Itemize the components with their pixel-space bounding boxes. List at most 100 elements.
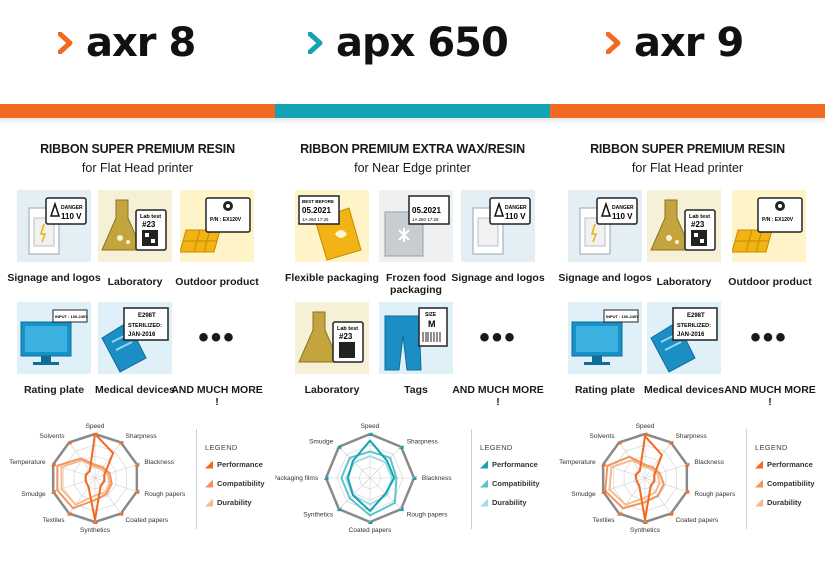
tile-label: Signage and logos xyxy=(451,272,545,284)
pn-text: P/N : EX120V xyxy=(762,217,794,223)
radar-axis-label: Solvents xyxy=(590,433,616,440)
outdoor-tile: P/N : EX120V xyxy=(732,190,806,262)
radar-axis-marker xyxy=(336,444,342,449)
tile-label: Rating plate xyxy=(23,384,85,396)
sterilized-text: STERILIZED: xyxy=(677,323,711,329)
danger-sign-icon: DANGER 110 V xyxy=(472,197,531,255)
tile-label: Laboratory xyxy=(304,384,360,396)
radar-axis-marker xyxy=(50,489,56,494)
ribbon-title: RIBBON SUPER PREMIUM RESIN xyxy=(40,142,235,156)
product-title-apx-650: apx 650 xyxy=(308,18,509,68)
more-dots-icon: ••• xyxy=(198,321,236,354)
solar-panel-icon: P/N : EX120V xyxy=(732,197,803,253)
outdoor-tile: P/N : EX120V xyxy=(180,190,254,262)
tile-label: Medical devices xyxy=(95,384,175,396)
legend-compatibility: Compatibility xyxy=(205,479,274,488)
tile-label: Outdoor product xyxy=(728,276,812,288)
radar-axis-label: Textiles xyxy=(593,517,615,524)
legend-label: Compatibility xyxy=(767,479,815,488)
radar-axis-label: Speed xyxy=(636,423,655,430)
tile-label: Outdoor product xyxy=(175,276,259,288)
legend: LEGEND Performance Compatibility Durabil… xyxy=(471,429,549,529)
packaging-bag-icon: BEST BEFORE 05.2021 1A 260 17:26 xyxy=(298,195,362,261)
radar-axis-marker xyxy=(66,440,72,445)
medical-pouch-icon: E298T STERILIZED: JAN-2016 xyxy=(650,307,718,373)
danger-sign-icon: DANGER 110 V xyxy=(28,197,87,255)
legend-durability: Durability xyxy=(480,498,549,507)
radar-axis-label: Smudge xyxy=(21,491,46,498)
radar-axis-label: Synthetics xyxy=(303,512,334,519)
radar-axis-marker xyxy=(336,507,342,512)
radar-axis-marker xyxy=(398,507,404,512)
chevron-right-icon xyxy=(606,32,621,54)
danger-text: DANGER xyxy=(61,205,83,211)
radar-axis-marker xyxy=(398,444,404,449)
rating-plate-tile: INPUT : 100-240V xyxy=(568,302,642,374)
legend-label: Performance xyxy=(217,460,263,469)
radar-axis-label: Textiles xyxy=(43,517,65,524)
legend-swatch xyxy=(755,460,763,469)
radar-axis-marker xyxy=(323,476,329,480)
legend-performance: Performance xyxy=(480,460,549,469)
radar-axis-marker xyxy=(367,432,373,436)
chevron-right-icon xyxy=(58,32,73,54)
radar-axis-label: Blackness xyxy=(694,459,724,466)
lab-num-text: #23 xyxy=(339,332,353,341)
radar-spoke xyxy=(53,464,96,479)
radar-axis-marker xyxy=(668,511,674,516)
radar-series-compatibility xyxy=(604,455,665,510)
product-name: axr 8 xyxy=(86,20,196,66)
legend-swatch xyxy=(755,479,763,488)
radar-axis-marker xyxy=(50,462,56,467)
radar-axis-label: Speed xyxy=(86,423,105,430)
legend-swatch xyxy=(755,498,763,507)
danger-text: DANGER xyxy=(505,205,527,211)
lot-text: 1A 260 17:26 xyxy=(302,217,329,222)
tile-label: Signage and logos xyxy=(7,272,101,284)
legend-compatibility: Compatibility xyxy=(480,479,549,488)
radar-series-performance xyxy=(634,435,663,521)
signage-tile: DANGER 110 V xyxy=(568,190,642,262)
product-title-axr-9: axr 9 xyxy=(606,18,744,68)
radar-axis-marker xyxy=(134,489,140,494)
legend-label: Durability xyxy=(767,498,802,507)
radar-axis-label: Smudge xyxy=(309,438,334,445)
radar-axis-label: Sharpness xyxy=(126,433,158,440)
volt-text: 110 V xyxy=(505,212,526,221)
bar-teal xyxy=(275,104,550,118)
tile-label: Frozen food packaging xyxy=(385,272,447,296)
radar-axis-marker xyxy=(118,511,124,516)
tile-label: Laboratory xyxy=(107,276,163,288)
radar-axis-label: Packaging films xyxy=(275,475,319,482)
radar-axis-marker xyxy=(92,432,98,436)
tile-label: AND MUCH MORE ! xyxy=(724,384,816,408)
legend: LEGEND Performance Compatibility Durabil… xyxy=(746,429,824,529)
bar-orange xyxy=(0,104,275,118)
radar-axis-label: Rough papers xyxy=(694,491,736,498)
more-dots-icon: ••• xyxy=(750,321,788,354)
radar-series-performance xyxy=(347,439,396,512)
radar-spoke xyxy=(94,477,122,514)
ribbon-title: RIBBON SUPER PREMIUM RESIN xyxy=(590,142,785,156)
column-axr-8: RIBBON SUPER PREMIUM RESIN for Flat Head… xyxy=(0,124,275,576)
radar-axis-marker xyxy=(616,440,622,445)
legend-label: Performance xyxy=(492,460,538,469)
date-text: 05.2021 xyxy=(302,206,331,215)
ribbon-title: RIBBON PREMIUM EXTRA WAX/RESIN xyxy=(300,142,525,156)
radar-axis-marker xyxy=(616,511,622,516)
date-text: 05.2021 xyxy=(412,206,441,215)
radar-axis-label: Rough papers xyxy=(407,512,449,519)
legend-performance: Performance xyxy=(205,460,274,469)
ribbon-subtitle: for Flat Head printer xyxy=(631,161,744,175)
tile-label: Tags xyxy=(404,384,428,396)
jeans-tag-icon: SIZE M xyxy=(384,307,448,371)
radar-spoke xyxy=(53,477,96,492)
lot-text: 1A 260 17:26 xyxy=(412,217,439,222)
radar-axis-marker xyxy=(600,489,606,494)
radar-axis-marker xyxy=(118,440,124,445)
legend-label: Performance xyxy=(767,460,813,469)
radar-axis-label: Coated papers xyxy=(349,527,392,534)
solar-panel-icon: P/N : EX120V xyxy=(180,197,251,253)
